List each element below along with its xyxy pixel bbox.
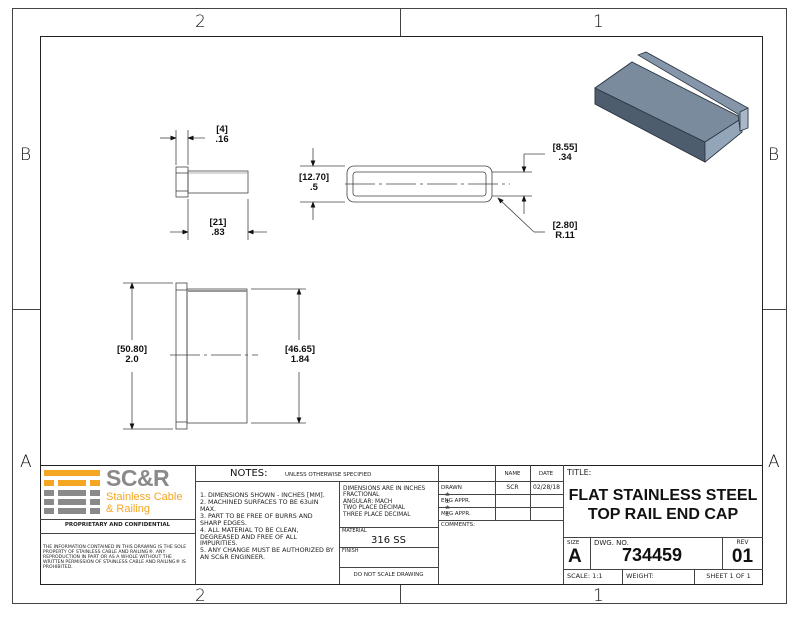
dim-corner-radius: [2.80]R.11 <box>552 220 578 242</box>
approvals-right-rule <box>563 465 564 584</box>
material-label: MATERIAL <box>342 528 367 534</box>
scale-right-rule <box>622 569 623 584</box>
zone-label-top-2: 2 <box>195 12 206 32</box>
logo-right-rule <box>195 465 196 584</box>
title-bottom-rule <box>563 537 763 538</box>
zone-label-right-b: B <box>768 145 780 165</box>
approvals-col-rule <box>495 465 496 520</box>
finish-top-rule <box>339 547 438 548</box>
approval-date-drawn: 02/28/18 <box>533 484 560 491</box>
company-logo: SC&R Stainless Cable & Railing <box>40 465 195 519</box>
zone-label-left-b: B <box>20 145 32 165</box>
approvals-header-rule <box>438 481 563 482</box>
dim-flange-thickness: [4].16 <box>215 124 229 146</box>
scale: SCALE: 1:1 <box>567 572 603 580</box>
dim-overall-width: [50.80]2.0 <box>116 344 148 366</box>
drawing-inner-border <box>40 36 763 585</box>
rev-label: REV <box>736 539 749 546</box>
note-item: 2. MACHINED SURFACES TO BE 63uIN MAX. <box>200 498 319 513</box>
dwg-right-rule <box>722 537 723 569</box>
railing-logo-icon <box>44 470 100 514</box>
no-scale-rule <box>339 567 438 568</box>
dim-inner-height: [8.55].34 <box>552 142 578 164</box>
drawing-title: FLAT STAINLESS STEEL TOP RAIL END CAP <box>568 487 758 523</box>
zone-label-bottom-2: 2 <box>195 586 206 606</box>
title-label: TITLE: <box>567 468 592 477</box>
approval-label-eng: ENG APPR. <box>441 498 471 504</box>
approvals-row-rule <box>438 494 563 495</box>
zone-label-left-a: A <box>20 452 32 472</box>
approval-name-drawn: SCR <box>506 484 519 491</box>
note-item: 5. ANY CHANGE MUST BE AUTHORIZED BY AN S… <box>200 547 334 562</box>
approval-label-mfg: MFG APPR. <box>441 511 471 517</box>
scale-row-rule <box>563 569 763 570</box>
drawing-number: 734459 <box>622 545 683 565</box>
logo-line2: & Railing <box>106 503 151 515</box>
proprietary-text: THE INFORMATION CONTAINED IN THIS DRAWIN… <box>43 545 187 571</box>
material-top-rule <box>339 527 438 528</box>
weight: WEIGHT: <box>626 572 654 580</box>
size-right-rule <box>590 537 591 569</box>
comments-label: COMMENTS: <box>441 522 475 528</box>
zone-label-top-1: 1 <box>593 12 604 32</box>
top-view <box>123 282 306 430</box>
logo-divider <box>40 519 195 520</box>
note-item: 4. ALL MATERIAL TO BE CLEAN, DEGREASED A… <box>200 526 299 548</box>
notes-header-rule <box>195 481 495 482</box>
zone-divider-right <box>763 309 787 310</box>
approval-label-drawn: DRAWN <box>441 485 462 491</box>
logo-brand: SC&R <box>106 465 170 491</box>
notes-title: NOTES: <box>230 468 268 479</box>
approvals-row-rule <box>438 507 563 508</box>
revision: 01 <box>731 546 754 567</box>
zone-divider-bottom <box>400 585 401 604</box>
dim-body-width: [46.65]1.84 <box>284 344 316 366</box>
finish-label: FINISH <box>342 548 359 554</box>
approvals-date-header: DATE <box>538 471 554 477</box>
approvals-name-header: NAME <box>504 471 521 477</box>
notes-right-rule <box>339 481 340 584</box>
approvals-row-rule <box>438 520 563 521</box>
sheet-number: SHEET 1 OF 1 <box>706 572 751 580</box>
dim-overall-height: [12.70].5 <box>298 172 330 194</box>
proprietary-heading: PROPRIETARY AND CONFIDENTIAL <box>64 522 171 528</box>
side-view <box>160 130 267 240</box>
do-not-scale-note: DO NOT SCALE DRAWING <box>353 572 424 578</box>
material-right-rule <box>438 465 439 584</box>
note-item: 3. PART TO BE FREE OF BURRS AND SHARP ED… <box>200 512 313 527</box>
zone-label-bottom-1: 1 <box>593 586 604 606</box>
zone-label-right-a: A <box>768 452 780 472</box>
sheet-size: A <box>568 546 582 567</box>
dwg-no-label: DWG. NO. <box>594 539 629 547</box>
isometric-view <box>594 51 749 163</box>
notes-list: 1. DIMENSIONS SHOWN - INCHES [MM]. 2. MA… <box>200 492 335 562</box>
end-view <box>300 148 545 233</box>
zone-divider-left <box>12 309 40 310</box>
notes-subtitle: UNLESS OTHERWISE SPECIFIED <box>285 472 372 478</box>
material-value: 316 SS <box>371 535 406 546</box>
dim-cap-length: [21].83 <box>209 217 227 239</box>
sheet-outer-border <box>12 8 787 604</box>
weight-right-rule <box>694 569 695 584</box>
approvals-col-rule <box>530 465 531 520</box>
note-item: 1. DIMENSIONS SHOWN - INCHES [MM]. <box>200 492 325 499</box>
titleblock-top-rule <box>40 465 763 466</box>
logo-line1: Stainless Cable <box>106 491 183 503</box>
size-label: SIZE <box>567 540 580 546</box>
proprietary-divider <box>40 533 195 534</box>
tolerance-block: DIMENSIONS ARE IN INCHES FRACTIONAL± ANG… <box>343 486 450 518</box>
zone-divider-top <box>400 8 401 36</box>
